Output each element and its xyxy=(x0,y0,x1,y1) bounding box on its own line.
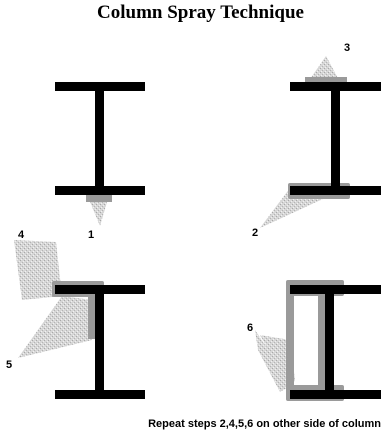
beam-bottom-flange-1 xyxy=(55,186,145,195)
beam-web-3 xyxy=(95,294,104,390)
spray-cone-5 xyxy=(18,296,92,358)
beam-web-2 xyxy=(331,91,340,186)
beam-top-flange-1 xyxy=(55,82,145,91)
coating-3 xyxy=(305,77,347,82)
coating-6-web xyxy=(286,294,294,390)
beam-web-1 xyxy=(95,91,104,186)
step-label-1: 1 xyxy=(88,229,94,241)
step-label-5: 5 xyxy=(6,359,12,371)
coating-6-web-inner xyxy=(318,296,325,388)
panel-step-1: 1 xyxy=(55,82,145,241)
beam-bottom-flange-3 xyxy=(55,390,145,399)
beam-web-4 xyxy=(325,294,334,390)
beam-bottom-flange-4 xyxy=(290,390,381,399)
beam-top-flange-3 xyxy=(55,285,145,294)
step-label-4: 4 xyxy=(18,229,25,241)
panel-step-6: 6 xyxy=(247,280,381,401)
panel-step-4-5: 4 5 xyxy=(6,229,145,399)
instruction-caption: Repeat steps 2,4,5,6 on other side of co… xyxy=(0,418,381,430)
step-label-6: 6 xyxy=(247,322,253,334)
beam-top-flange-2 xyxy=(290,82,381,91)
step-label-2: 2 xyxy=(252,227,258,239)
step-label-3: 3 xyxy=(344,42,350,54)
panel-step-2-3: 3 2 xyxy=(252,42,381,239)
beam-top-flange-4 xyxy=(290,285,381,294)
coating-5 xyxy=(88,297,95,339)
beam-bottom-flange-2 xyxy=(290,186,381,195)
